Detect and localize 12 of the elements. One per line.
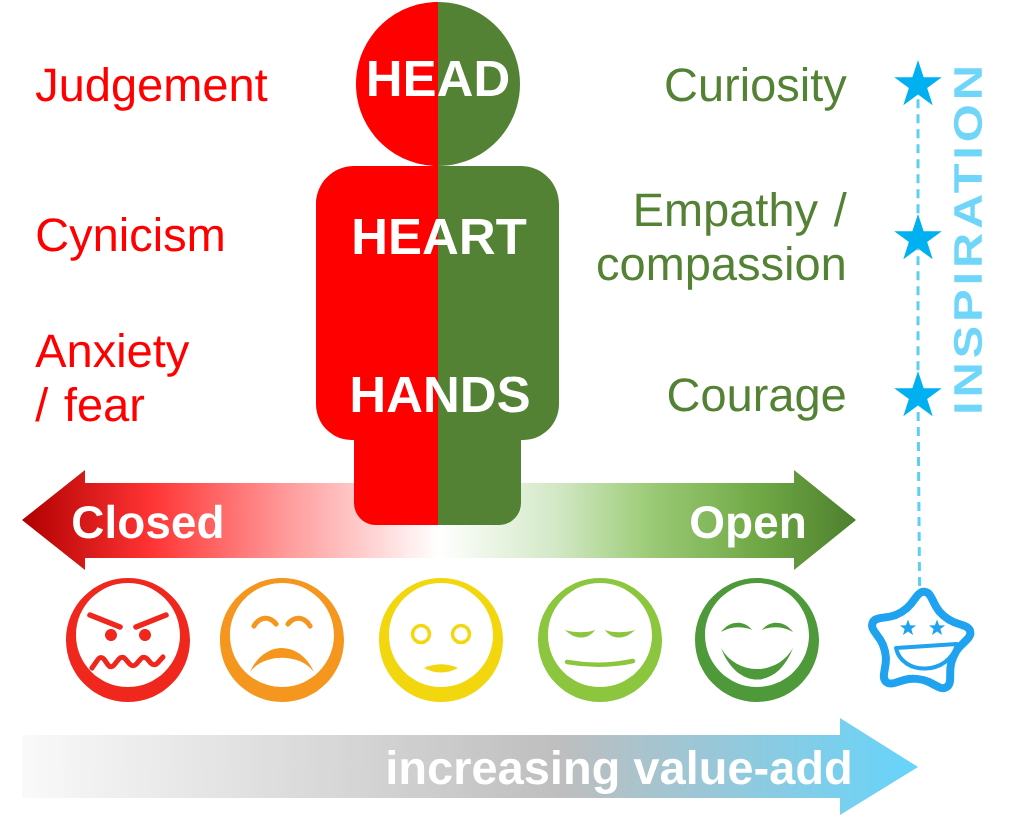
vertical-label: INSPIRATION — [953, 68, 983, 412]
side-label: Anxiety / fear — [35, 332, 190, 422]
side-label: Cynicism — [37, 216, 223, 261]
star-icon — [894, 60, 942, 106]
star-icon — [894, 371, 942, 417]
side-label: Judgement — [35, 66, 268, 111]
block-arrow: increasing value-add — [388, 749, 850, 794]
star-face — [868, 587, 975, 693]
side-label: Empathy / compassion — [598, 191, 847, 290]
star-icon — [894, 214, 942, 260]
side-label: Curiosity — [666, 66, 847, 111]
side-label: Courage — [668, 378, 845, 421]
